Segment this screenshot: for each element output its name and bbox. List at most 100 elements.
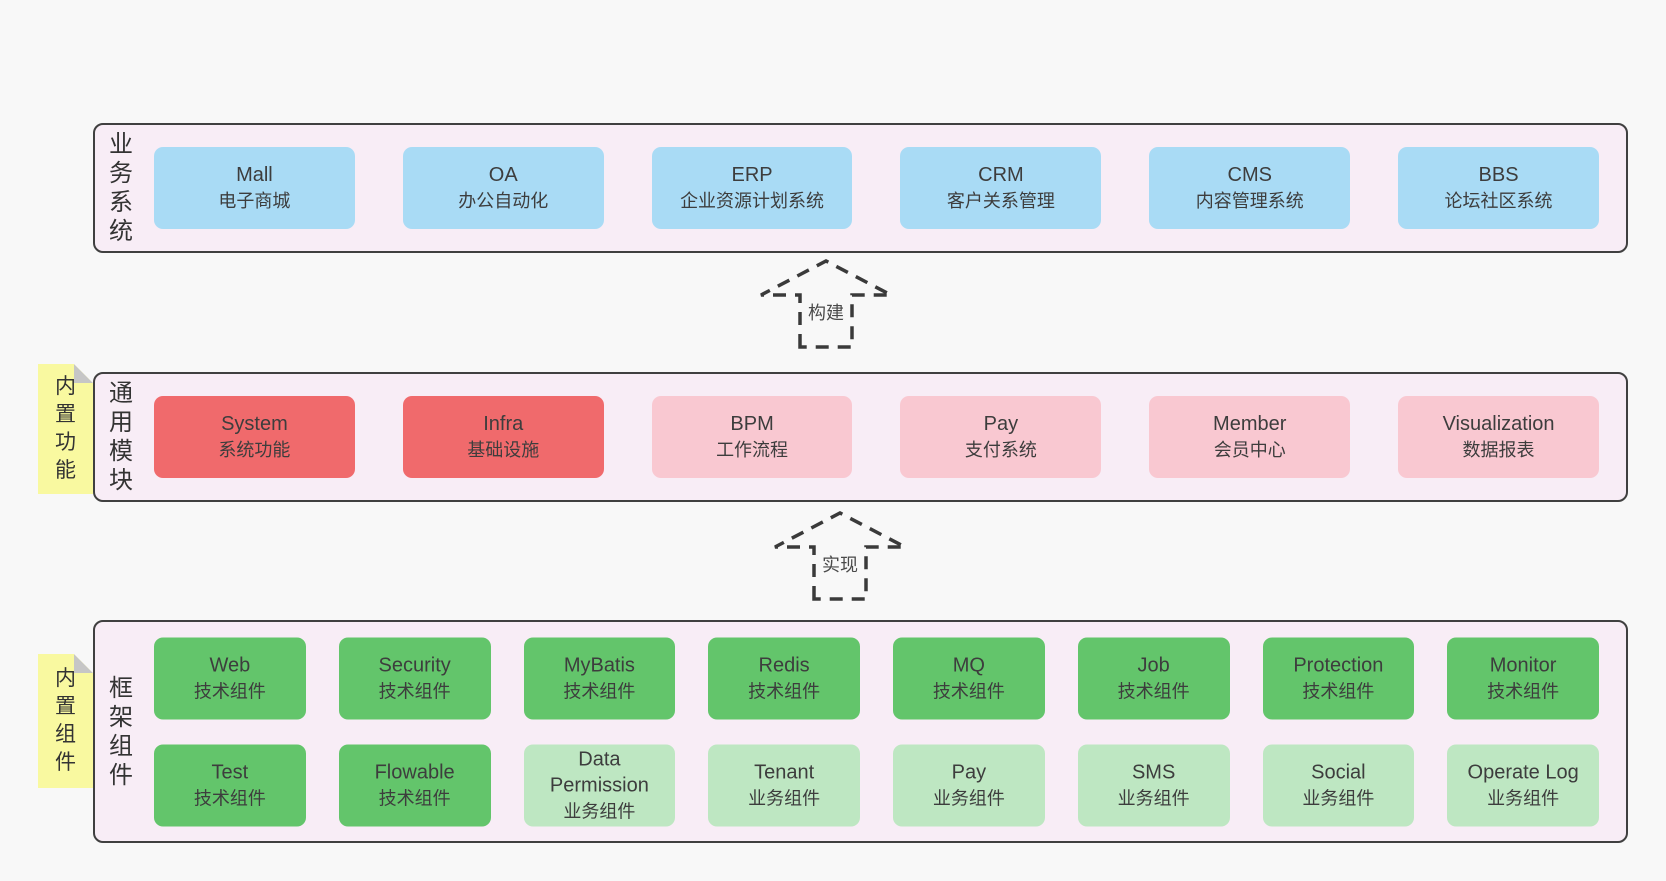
- box-subtitle: 技术组件: [1117, 681, 1190, 701]
- box-subtitle: 企业资源计划系统: [680, 191, 825, 211]
- box-subtitle: 业务组件: [1117, 788, 1190, 808]
- box-monitor: Monitor 技术组件: [1447, 637, 1599, 719]
- box-subtitle: 业务组件: [563, 801, 636, 821]
- box-subtitle: 技术组件: [1487, 681, 1560, 701]
- layer-label-business-systems: 业务系统: [109, 131, 133, 245]
- layer-label-common-modules: 通用模块: [109, 380, 133, 494]
- box-subtitle: 办公自动化: [458, 191, 549, 211]
- box-infra: Infra 基础设施: [402, 396, 604, 478]
- box-title: BBS: [1478, 164, 1519, 186]
- box-subtitle: 电子商城: [218, 191, 291, 211]
- box-title: CRM: [978, 164, 1024, 186]
- box-subtitle: 会员中心: [1213, 440, 1286, 460]
- box-subtitle: 业务组件: [748, 788, 821, 808]
- box-title: Member: [1213, 413, 1287, 435]
- sticky-note-label: 内置组件: [55, 667, 76, 774]
- box-subtitle: 支付系统: [964, 440, 1037, 460]
- box-title: Tenant: [754, 761, 815, 783]
- box-data-permission: Data Permission 业务组件: [523, 744, 676, 826]
- dashed-up-arrow-icon: [760, 259, 892, 349]
- box-title: Monitor: [1489, 654, 1557, 676]
- box-bpm: BPM 工作流程: [651, 396, 853, 478]
- build-arrow-label: 构建: [804, 299, 848, 325]
- implement-arrow-label: 实现: [818, 551, 862, 577]
- box-title: Social: [1311, 761, 1366, 783]
- box-title: Pay: [951, 761, 987, 783]
- box-system: System 系统功能: [154, 396, 355, 478]
- box-subtitle: 技术组件: [378, 788, 451, 808]
- box-mybatis: MyBatis 技术组件: [523, 637, 676, 719]
- box-title: MQ: [952, 654, 985, 676]
- box-title: CMS: [1227, 164, 1272, 186]
- box-subtitle: 内容管理系统: [1195, 191, 1304, 211]
- arrow-outline: [760, 259, 892, 349]
- box-title: Job: [1137, 654, 1170, 676]
- box-title: Operate Log: [1467, 761, 1579, 783]
- box-title: Mall: [236, 164, 273, 186]
- box-member: Member 会员中心: [1149, 396, 1351, 478]
- box-web: Web 技术组件: [154, 637, 306, 719]
- box-erp: ERP 企业资源计划系统: [651, 147, 853, 229]
- box-visualization: Visualization 数据报表: [1398, 396, 1599, 478]
- build-arrow: 构建: [756, 257, 896, 351]
- sticky-note-built-in-features: 内置功能: [38, 364, 93, 494]
- box-subtitle: 技术组件: [1302, 681, 1375, 701]
- sticky-note-built-in-components: 内置组件: [38, 654, 93, 788]
- box-subtitle: 数据报表: [1462, 440, 1535, 460]
- box-title: Flowable: [374, 761, 455, 783]
- box-subtitle: 客户关系管理: [946, 191, 1055, 211]
- box-title: ERP: [731, 164, 773, 186]
- box-title: System: [221, 413, 288, 435]
- box-title: Web: [209, 654, 251, 676]
- box-subtitle: 业务组件: [1302, 788, 1375, 808]
- box-subtitle: 业务组件: [932, 788, 1005, 808]
- box-redis: Redis 技术组件: [708, 637, 860, 719]
- box-subtitle: 技术组件: [193, 788, 266, 808]
- box-subtitle: 技术组件: [748, 681, 821, 701]
- box-subtitle: 基础设施: [467, 440, 540, 460]
- box-title: Protection: [1293, 654, 1384, 676]
- box-title: BPM: [730, 413, 774, 435]
- box-title: SMS: [1131, 761, 1176, 783]
- dashed-up-arrow-icon: [774, 511, 906, 601]
- box-title: Redis: [758, 654, 810, 676]
- box-subtitle: 系统功能: [218, 440, 291, 460]
- box-subtitle: 论坛社区系统: [1444, 191, 1553, 211]
- box-title: Test: [211, 761, 249, 783]
- box-row: Test 技术组件 Flowable 技术组件 Data Permission 业务组件 T…: [154, 744, 1599, 826]
- box-operate-log: Operate Log 业务组件: [1447, 744, 1599, 826]
- box-title: Pay: [983, 413, 1019, 435]
- box-crm: CRM 客户关系管理: [900, 147, 1102, 229]
- box-subtitle: 技术组件: [563, 681, 636, 701]
- box-test: Test 技术组件: [154, 744, 306, 826]
- arrow-outline: [774, 511, 906, 601]
- box-flowable: Flowable 技术组件: [338, 744, 491, 826]
- box-mq: MQ 技术组件: [893, 637, 1045, 719]
- box-subtitle: 业务组件: [1487, 788, 1560, 808]
- layer-label-framework-components: 框架组件: [109, 674, 133, 789]
- box-title: Visualization: [1442, 413, 1555, 435]
- box-subtitle: 技术组件: [193, 681, 266, 701]
- box-sms: SMS 业务组件: [1077, 744, 1230, 826]
- box-title: Infra: [483, 413, 524, 435]
- box-title: Security: [378, 654, 451, 676]
- box-subtitle: 技术组件: [932, 681, 1005, 701]
- box-subtitle: 工作流程: [716, 440, 789, 460]
- box-row: System 系统功能 Infra 基础设施 BPM 工作流程 Pay 支付系统 Member 会…: [154, 396, 1599, 478]
- box-security: Security 技术组件: [338, 637, 491, 719]
- box-pay: Pay 支付系统: [900, 396, 1102, 478]
- box-protection: Protection 技术组件: [1262, 637, 1415, 719]
- box-pay: Pay 业务组件: [893, 744, 1045, 826]
- box-title: MyBatis: [563, 654, 635, 676]
- box-subtitle: 技术组件: [378, 681, 451, 701]
- box-title: Data Permission: [549, 748, 649, 796]
- layer-common-modules: 通用模块 System 系统功能 Infra 基础设施 BPM 工作流程 Pay 支付系统 Me…: [93, 372, 1628, 502]
- box-social: Social 业务组件: [1262, 744, 1415, 826]
- box-mall: Mall 电子商城: [154, 147, 355, 229]
